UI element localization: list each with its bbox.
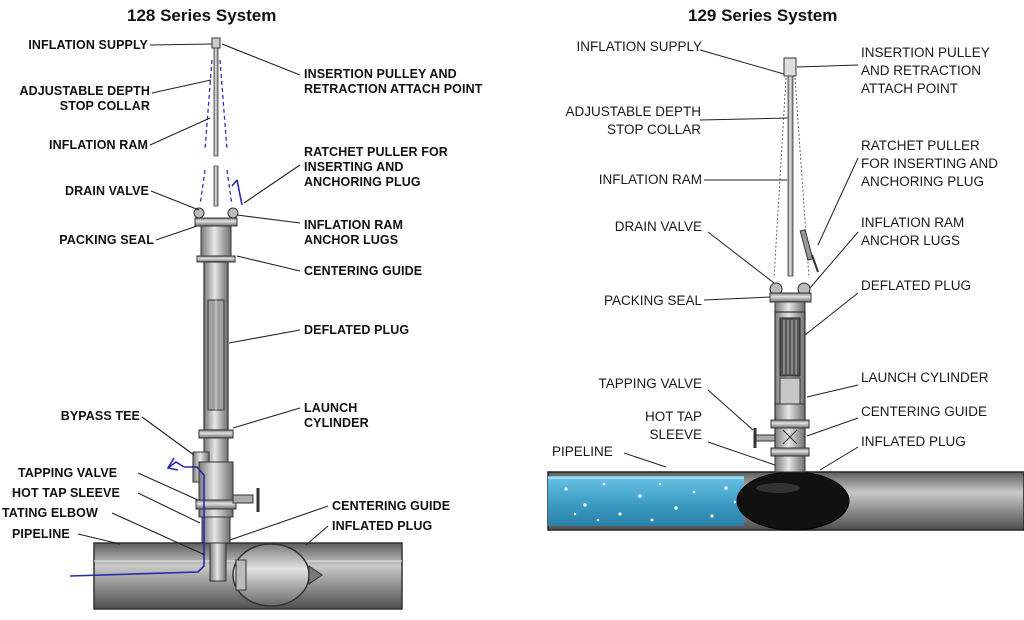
- right-label-insertion-pulley-line1: INSERTION PULLEY: [861, 45, 990, 60]
- label-inflated-plug: INFLATED PLUG: [332, 519, 433, 533]
- right-label-adjustable-depth-line2: STOP COLLAR: [606, 122, 701, 137]
- right-inflated-plug: [736, 471, 850, 531]
- label-adjustable-depth-line1: ADJUSTABLE DEPTH: [19, 84, 150, 98]
- label-inflation-ram: INFLATION RAM: [49, 138, 148, 152]
- right-inflation-ram: [773, 57, 819, 279]
- right-label-packing-seal: PACKING SEAL: [603, 293, 702, 308]
- label-centering-guide-bottom: CENTERING GUIDE: [332, 499, 451, 513]
- label-adjustable-depth-line2: STOP COLLAR: [59, 99, 150, 113]
- label-deflated-plug: DEFLATED PLUG: [304, 323, 410, 337]
- label-insertion-pulley-line1: INSERTION PULLEY AND: [304, 67, 457, 81]
- right-label-drain-valve: DRAIN VALVE: [614, 219, 702, 234]
- left-leader-lines: [77, 43, 329, 556]
- right-label-inflation-ram: INFLATION RAM: [598, 172, 702, 187]
- right-label-inflated-plug: INFLATED PLUG: [861, 434, 966, 449]
- left-inflation-ram: [199, 37, 243, 207]
- left-inflated-plug: [232, 543, 323, 607]
- label-pipeline: PIPELINE: [12, 527, 70, 541]
- right-label-launch-cylinder: LAUNCH CYLINDER: [861, 370, 989, 385]
- label-packing-seal: PACKING SEAL: [59, 233, 154, 247]
- right-label-ratchet-line3: ANCHORING PLUG: [861, 174, 985, 189]
- label-hot-tap-sleeve: HOT TAP SLEEVE: [12, 486, 120, 500]
- label-launch-cylinder-line1: LAUNCH: [304, 401, 358, 415]
- right-label-insertion-pulley-line2: AND RETRACTION: [861, 63, 982, 78]
- label-insertion-pulley-line2: RETRACTION ATTACH POINT: [304, 82, 483, 96]
- left-flange: [193, 207, 239, 263]
- right-launch-cylinder: [753, 311, 810, 473]
- label-ratchet-puller-line2: INSERTING AND: [304, 160, 404, 174]
- label-bypass-tee: BYPASS TEE: [60, 409, 140, 423]
- right-leader-lines: [623, 49, 859, 471]
- right-label-anchor-lugs-line2: ANCHOR LUGS: [861, 233, 961, 248]
- right-label-anchor-lugs-line1: INFLATION RAM: [861, 215, 965, 230]
- label-tapping-valve: TAPPING VALVE: [18, 466, 118, 480]
- right-label-tapping-valve: TAPPING VALVE: [598, 376, 702, 391]
- right-label-ratchet-line2: FOR INSERTING AND: [861, 156, 999, 171]
- right-label-deflated-plug: DEFLATED PLUG: [861, 278, 972, 293]
- right-flange: [769, 282, 812, 313]
- label-launch-cylinder-line2: CYLINDER: [304, 416, 369, 430]
- label-inflation-supply: INFLATION SUPPLY: [28, 38, 148, 52]
- left-launch-cylinder: [198, 261, 234, 463]
- right-label-insertion-pulley-line3: ATTACH POINT: [861, 81, 958, 96]
- label-tating-elbow: TATING ELBOW: [2, 506, 98, 520]
- right-label-centering-guide: CENTERING GUIDE: [861, 404, 988, 419]
- right-label-hot-tap-line2: SLEEVE: [649, 427, 702, 442]
- right-label-ratchet-line1: RATCHET PULLER: [861, 138, 980, 153]
- label-anchor-lugs-line1: INFLATION RAM: [304, 218, 403, 232]
- right-label-adjustable-depth-line1: ADJUSTABLE DEPTH: [565, 104, 701, 119]
- label-centering-guide: CENTERING GUIDE: [304, 264, 423, 278]
- label-drain-valve: DRAIN VALVE: [65, 184, 149, 198]
- right-label-hot-tap-line1: HOT TAP: [644, 409, 702, 424]
- right-label-pipeline: PIPELINE: [552, 444, 613, 459]
- label-anchor-lugs-line2: ANCHOR LUGS: [304, 233, 399, 247]
- label-ratchet-puller-line1: RATCHET PULLER FOR: [304, 145, 448, 159]
- right-label-inflation-supply: INFLATION SUPPLY: [576, 39, 702, 54]
- right-diagram-title: 129 Series System: [688, 6, 838, 25]
- left-bypass-line: [69, 457, 205, 577]
- label-ratchet-puller-line3: ANCHORING PLUG: [304, 175, 421, 189]
- left-diagram-title: 128 Series System: [127, 6, 277, 25]
